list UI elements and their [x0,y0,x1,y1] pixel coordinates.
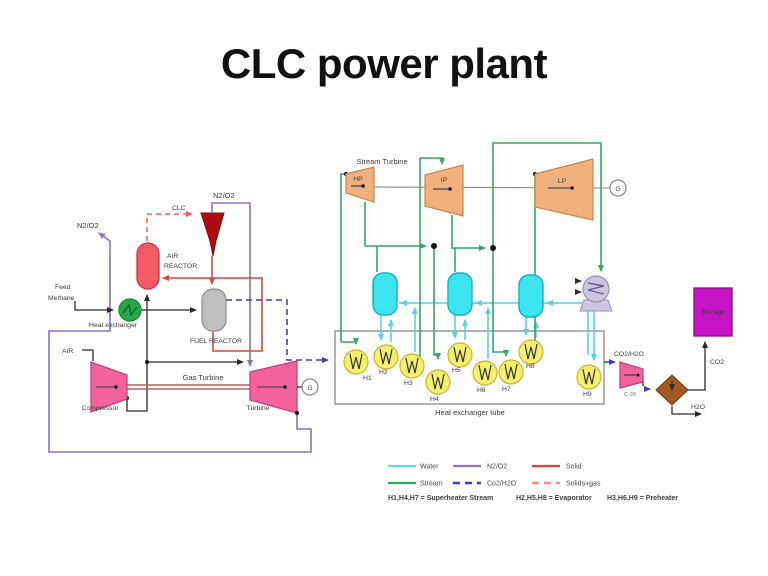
heat-exchanger-unit-h4: H4 [425,369,451,403]
gas-turbine-train: G [90,360,319,415]
heat-exchanger-unit-h5: H5 [447,342,473,374]
hp-label: HP [353,176,363,183]
heat-exchanger-unit-h1: H1 [343,349,372,382]
hx-label-h6: H6 [477,387,486,394]
heat-exchanger-unit-h9: H9 [576,364,602,398]
air-reactor [136,242,160,290]
lp-turbine: LP [534,158,594,221]
heat-exchanger-unit-h7: H7 [498,359,524,393]
steam-drum-3 [518,274,544,318]
h2o-out-label: H2O [691,404,705,411]
legend-label-stream: Stream [420,481,443,488]
n2o2-cyclone-label: N2/O2 [213,191,235,200]
turbine-label: Turbine [247,405,270,412]
hx-label-h7: H7 [502,386,511,393]
page-title: CLC power plant [220,40,548,87]
clc-label: CLC [172,205,186,212]
hx-label-h5: H5 [452,367,461,374]
hx-label-h2: H2 [379,369,388,376]
legend-note-preheater: H3,H6,H9 = Preheater [607,495,678,502]
fuel-reactor-label: FUEL REACTOR [190,338,242,345]
steam-drum-2 [447,272,473,316]
heat-exchanger-unit-h3: H3 [399,353,425,387]
hx-label-h3: H3 [404,380,413,387]
stream-turbine-label: Stream Turbine [356,157,407,166]
cyclone-separator [200,212,225,257]
fuel-reactor [201,288,227,332]
steam-piping [340,142,604,360]
separator-diamond [655,374,689,406]
heat-exchanger-box [334,330,605,405]
air-reactor-label-2: REACTOR [164,263,197,270]
heat-exchanger-tube-label: Heat exchanger tube [435,408,505,417]
compressor [90,361,128,413]
gas-generator-label: G [307,385,312,392]
water-piping [378,300,597,361]
n2o2-exhaust-label: N2/O2 [77,221,99,230]
steam-turbine-train: HP IP LP G [345,158,627,221]
co2-h2o-piping [226,299,708,417]
air-reactor-label-1: AIR [167,253,178,260]
steam-generator: G [609,179,627,197]
legend-label-water: Water [420,464,439,471]
condenser [575,275,613,312]
gas-generator: G [297,378,319,396]
feed-label-2: Methane [48,295,75,302]
legend: Water Stream N2/O2 Co2/H2O Solid Solids+… [388,464,678,502]
legend-note-superheater: H1,H4,H7 = Superheater Stream [388,495,493,502]
air-label: AIR [62,348,73,355]
co2-turbine: C-28 [619,361,644,398]
compressor-label: Compressor [81,405,119,412]
ip-turbine: IP [424,164,464,217]
storage-label: Storage [701,309,725,316]
heat-exchanger-label: Heat exchanger [89,322,138,329]
steam-drum-1 [372,272,398,316]
hp-turbine: HP [345,166,375,203]
heat-exchanger-unit-h6: H6 [472,360,498,394]
legend-label-n2o2: N2/O2 [487,464,507,471]
hx-label-h1: H1 [363,375,372,382]
co2-out-label: CO2 [710,359,724,366]
co2-turbine-tag: C-28 [624,392,636,398]
hx-label-h4: H4 [430,396,439,403]
storage-tank: Storage [693,287,733,337]
co2-h2o-label: CO2/H2O [614,351,644,358]
legend-label-solid: Solid [566,464,582,471]
heat-exchanger-unit-h8: H8 [518,339,544,370]
feed-label-1: Feed [55,284,71,291]
ip-label: IP [441,177,448,184]
steam-generator-label: G [615,186,620,193]
lp-label: LP [558,178,567,185]
hx-label-h9: H9 [583,391,592,398]
legend-note-evaporator: H2,H5,H8 = Evaporator [516,495,592,502]
methane-heat-exchanger [118,298,142,322]
gas-turbine [249,360,299,415]
n2o2-piping [48,202,312,453]
legend-label-solidsgas: Solids+gas [566,481,601,488]
solids-piping [146,211,263,352]
heat-exchanger-unit-h2: H2 [373,344,399,376]
gas-turbine-label: Gas Turbine [183,373,224,382]
legend-label-co2h2o: Co2/H2O [487,481,517,488]
hx-label-h8: H8 [526,363,535,370]
